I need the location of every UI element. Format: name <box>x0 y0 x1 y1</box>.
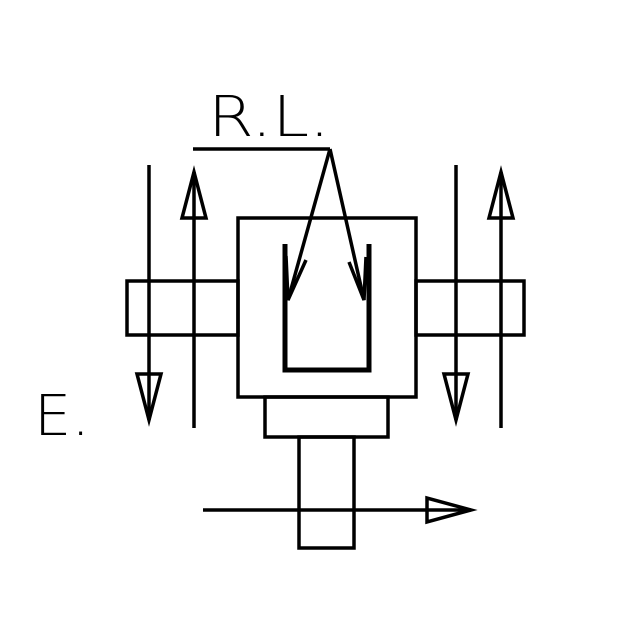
label-rl: R.L. <box>208 85 330 150</box>
bottom-right-arrow-head <box>425 495 478 525</box>
leader-arrow-right-line <box>328 148 366 301</box>
leader-arrow-left-line <box>286 148 332 301</box>
right-down-arrow-head <box>441 372 471 427</box>
base-plate <box>263 395 390 439</box>
output-shaft <box>297 435 356 550</box>
right-up-arrow-head <box>486 165 516 220</box>
right-side-bar <box>414 279 526 337</box>
leader-arrow-right-head <box>347 256 368 301</box>
label-e: E. <box>34 384 90 449</box>
inner-channel <box>282 244 372 373</box>
left-up-arrow-head <box>179 165 209 220</box>
left-down-arrow-head <box>134 372 164 427</box>
left-side-bar <box>125 279 240 337</box>
leader-arrow-left-head <box>284 255 308 301</box>
